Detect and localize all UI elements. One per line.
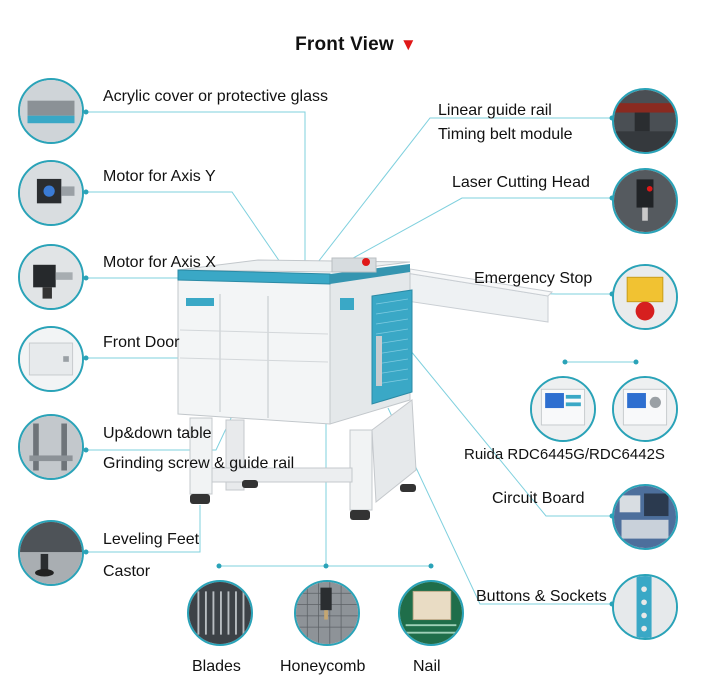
label-leveling-feet: Leveling Feet <box>103 531 200 548</box>
front-door-photo-icon <box>18 326 84 392</box>
label-honeycomb: Honeycomb <box>280 658 366 675</box>
circuit-board-photo-icon <box>612 484 678 550</box>
ruida-controller-photo-icon-1 <box>530 376 596 442</box>
title-text: Front View <box>295 34 394 55</box>
label-grinding-screw: Grinding screw & guide rail <box>103 455 295 472</box>
motor-y-photo-icon <box>18 160 84 226</box>
label-linear-guide-rail: Linear guide rail <box>438 102 552 119</box>
label-front-door: Front Door <box>103 334 180 351</box>
up-down-table-photo-icon <box>18 414 84 480</box>
label-timing-belt: Timing belt module <box>438 126 573 143</box>
label-circuit-board: Circuit Board <box>492 490 585 507</box>
label-nail: Nail <box>413 658 441 675</box>
label-ruida-controller: Ruida RDC6445G/RDC6442S <box>464 446 665 463</box>
page-title: Front View ▼ <box>0 34 712 56</box>
label-blades: Blades <box>192 658 241 675</box>
label-acrylic-cover: Acrylic cover or protective glass <box>103 88 328 105</box>
label-motor-axis-y: Motor for Axis Y <box>103 168 216 185</box>
blades-photo-icon <box>187 580 253 646</box>
label-motor-axis-x: Motor for Axis X <box>103 254 216 271</box>
motor-x-photo-icon <box>18 244 84 310</box>
label-laser-cutting-head: Laser Cutting Head <box>452 174 590 191</box>
buttons-sockets-photo-icon <box>612 574 678 640</box>
honeycomb-photo-icon <box>294 580 360 646</box>
linear-guide-photo-icon <box>612 88 678 154</box>
down-triangle-icon: ▼ <box>399 35 417 54</box>
label-emergency-stop: Emergency Stop <box>474 270 593 287</box>
label-buttons-sockets: Buttons & Sockets <box>476 588 607 605</box>
label-up-down-table: Up&down table <box>103 425 212 442</box>
label-castor: Castor <box>103 563 151 580</box>
ruida-controller-photo-icon-2 <box>612 376 678 442</box>
laser-head-photo-icon <box>612 168 678 234</box>
acrylic-cover-photo-icon <box>18 78 84 144</box>
emergency-stop-photo-icon <box>612 264 678 330</box>
leveling-feet-photo-icon <box>18 520 84 586</box>
nail-photo-icon <box>398 580 464 646</box>
